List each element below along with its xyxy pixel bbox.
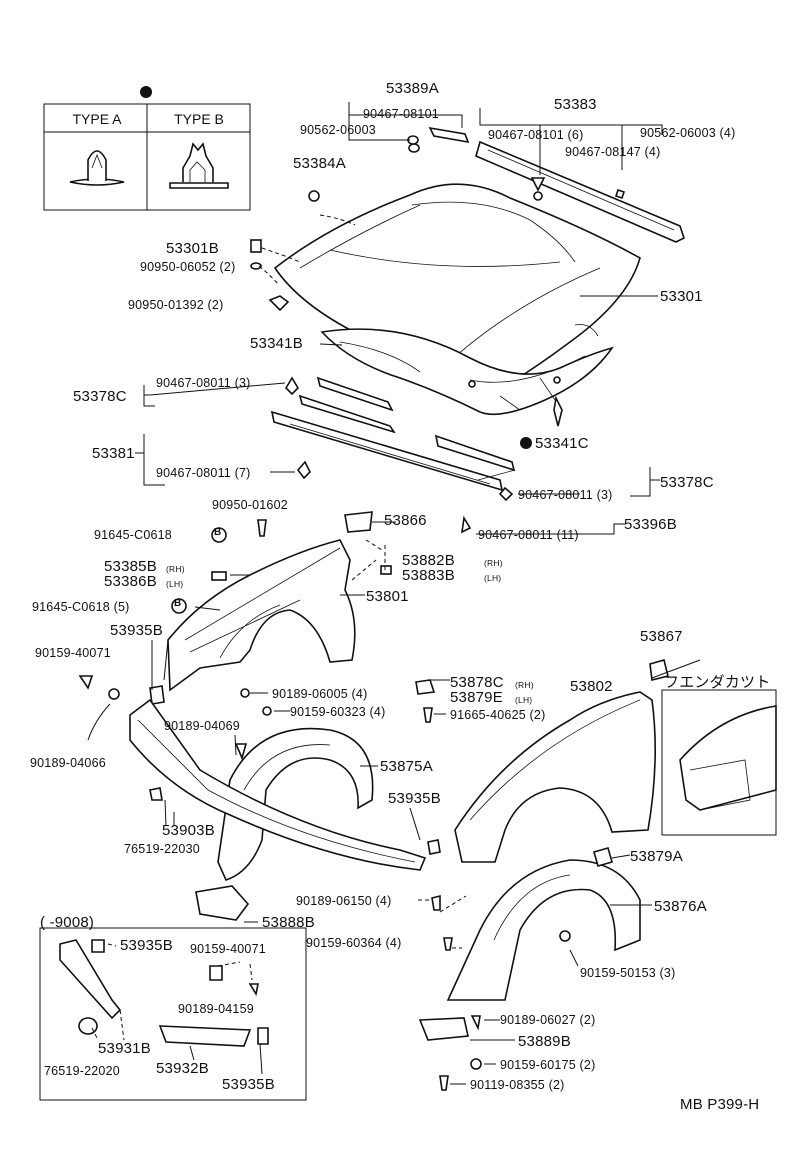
label-53386b-lh: (LH) (166, 579, 184, 589)
label-53396b: 53396B (624, 516, 677, 533)
label-90159-60323: 90159-60323 (4) (290, 705, 386, 719)
label-76519-22020: 76519-22020 (44, 1064, 120, 1078)
label-90562-06003-4: 90562-06003 (4) (640, 126, 736, 140)
label-53867: 53867 (640, 628, 683, 645)
hood-inner-panel (320, 324, 614, 416)
label-53888b: 53888B (262, 914, 315, 931)
label-90950-01392: 90950-01392 (2) (128, 298, 224, 312)
label-53878c: 53878C (450, 674, 504, 691)
label-53801: 53801 (366, 588, 409, 605)
label-53301: 53301 (660, 288, 703, 305)
label-91645-c0618-5: 91645-C0618 (5) (32, 600, 130, 614)
label-90159-60175: 90159-60175 (2) (500, 1058, 596, 1072)
label-53935b-a: 53935B (110, 622, 163, 639)
hood-panel (273, 183, 641, 393)
label-53935b-d: 53935B (222, 1076, 275, 1093)
front-apron (129, 698, 441, 871)
label-53389a: 53389A (386, 80, 439, 97)
label-53935b-c: 53935B (120, 937, 173, 954)
label-90119-08355: 90119-08355 (2) (470, 1078, 565, 1092)
label-90189-04069: 90189-04069 (164, 719, 240, 733)
label-90189-04066: 90189-04066 (30, 756, 106, 770)
label-53875a: 53875A (380, 758, 433, 775)
label-53889b: 53889B (518, 1033, 571, 1050)
label-53384a: 53384A (293, 155, 346, 172)
label-90159-50153: 90159-50153 (3) (580, 966, 676, 980)
marker-b-lower: B (174, 598, 182, 609)
label-53882b-rh: (RH) (484, 558, 503, 568)
right-front-fender (454, 659, 669, 863)
label-90467-08011-3a: 90467-08011 (3) (156, 376, 251, 390)
front-cowl-strips (270, 376, 563, 534)
label-90950-06052: 90950-06052 (2) (140, 260, 236, 274)
label-90189-06027: 90189-06027 (2) (500, 1013, 596, 1027)
marker-b-upper: B (214, 527, 222, 538)
label-53876a: 53876A (654, 898, 707, 915)
label-53381: 53381 (92, 445, 135, 462)
label-90189-06150: 90189-06150 (4) (296, 894, 392, 908)
label-90189-06005: 90189-06005 (4) (272, 687, 368, 701)
label-53378c-right: 53378C (660, 474, 714, 491)
fender-liners (195, 727, 641, 1041)
label-53932b: 53932B (156, 1060, 209, 1077)
label-90950-01602: 90950-01602 (212, 498, 288, 512)
label-90467-08101-6: 90467-08101 (6) (488, 128, 584, 142)
label-90467-08011-3b: 90467-08011 (3) (518, 488, 613, 502)
footer-code: MB P399-H (680, 1096, 760, 1113)
misc-fasteners (78, 519, 571, 1091)
label-53378c-left: 53378C (73, 388, 127, 405)
label-90159-60364: 90159-60364 (4) (306, 936, 402, 950)
leader-lines (87, 102, 701, 1085)
label-53341c: 53341C (535, 435, 589, 452)
label-53879a: 53879A (630, 848, 683, 865)
label-53385b-rh: (RH) (166, 564, 185, 574)
type-a-heading: TYPE A (72, 111, 122, 127)
label-53879e-lh: (LH) (515, 695, 533, 705)
left-front-fender (149, 511, 436, 705)
label-53935b-b: 53935B (388, 790, 441, 807)
label-53903b: 53903B (162, 822, 215, 839)
label-90467-08011-7: 90467-08011 (7) (156, 466, 251, 480)
label-inset-range: ( -9008) (40, 914, 95, 931)
label-76519-22030: 76519-22030 (124, 842, 200, 856)
label-53385b: 53385B (104, 558, 157, 575)
fender-cut-inset (661, 689, 777, 836)
label-53301b: 53301B (166, 240, 219, 257)
label-fender-cut: フエンダカツト (664, 674, 771, 691)
label-91665-40625: 91665-40625 (2) (450, 708, 546, 722)
label-53882b: 53882B (402, 552, 455, 569)
label-90467-08011-11: 90467-08011 (11) (478, 528, 579, 542)
label-90159-40071-b: 90159-40071 (190, 942, 266, 956)
label-91645-c0618: 91645-C0618 (94, 528, 172, 542)
hood-seal-strips (250, 126, 685, 312)
label-53931b: 53931B (98, 1040, 151, 1057)
label-90467-08147-4: 90467-08147 (4) (565, 145, 661, 159)
label-90159-40071-a: 90159-40071 (35, 646, 111, 660)
label-53883b-lh: (LH) (484, 573, 502, 583)
label-90562-06003-a: 90562-06003 (300, 123, 376, 137)
label-53383: 53383 (554, 96, 597, 113)
label-53878c-rh: (RH) (515, 680, 534, 690)
label-90467-08101-a: 90467-08101 (363, 107, 439, 121)
label-53341b: 53341B (250, 335, 303, 352)
label-90189-04159: 90189-04159 (178, 1002, 254, 1016)
label-53866: 53866 (384, 512, 427, 529)
label-53386b: 53386B (104, 573, 157, 590)
label-53883b: 53883B (402, 567, 455, 584)
label-53802: 53802 (570, 678, 613, 695)
type-b-heading: TYPE B (174, 111, 224, 127)
label-53879e: 53879E (450, 689, 503, 706)
inset-box-9008 (39, 927, 307, 1101)
type-legend-box (43, 86, 251, 211)
